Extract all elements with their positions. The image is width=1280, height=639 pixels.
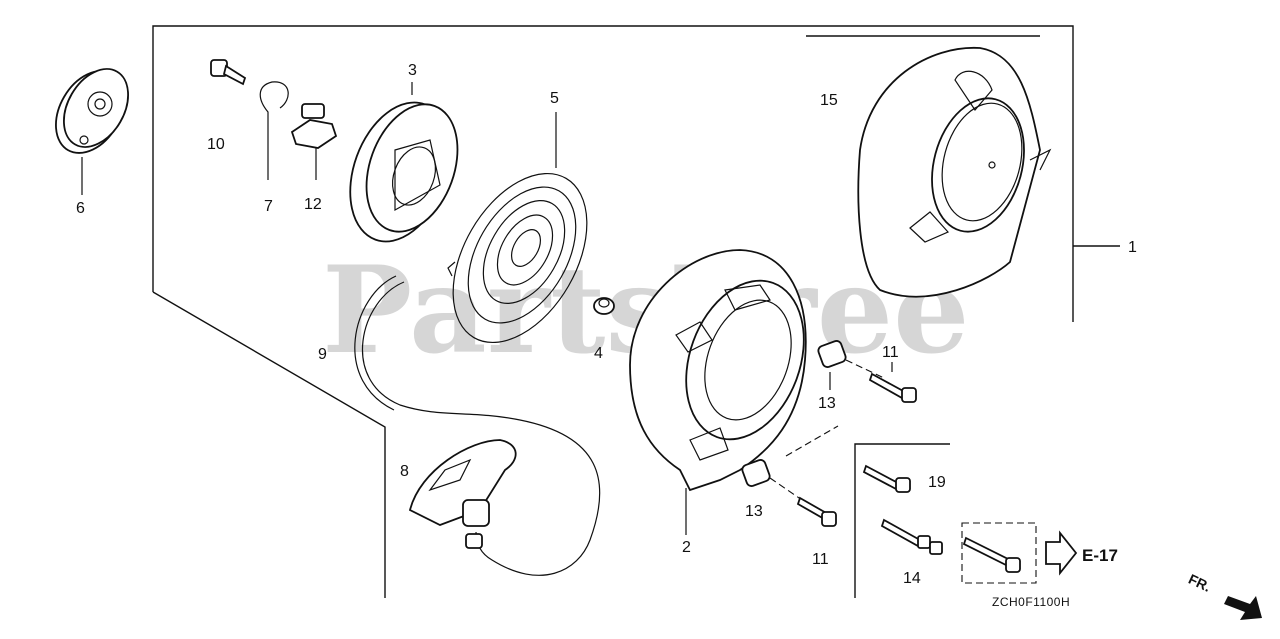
callout-13-upper: 13 [818,395,836,412]
front-direction-arrow-icon [1224,596,1262,620]
callout-2: 2 [682,539,691,556]
callout-19: 19 [928,474,946,491]
callout-8: 8 [400,463,409,480]
callout-6: 6 [76,200,85,217]
part-15-starter-cover [857,47,1052,298]
part-10-bolt [210,59,247,86]
callout-15: 15 [820,92,838,109]
callout-12: 12 [304,196,322,213]
front-label: FR. [1186,571,1213,595]
callout-1: 1 [1128,239,1137,256]
e17-reference-box [961,522,1037,584]
diagram-code: ZCH0F1100H [992,595,1070,609]
callout-4: 4 [594,345,603,362]
part-13-collars [741,340,885,501]
callout-11-upper: 11 [882,344,899,361]
part-2-starter-case [629,249,807,535]
reference-e17: E-17 [1082,546,1118,565]
part-8-grip [408,439,517,549]
callout-3: 3 [408,62,417,79]
callout-5: 5 [550,90,559,107]
part-7-spring-clip [259,81,289,180]
arrow-icon [1045,530,1078,576]
callout-9: 9 [318,346,327,363]
part-11-flange-bolts [796,362,917,527]
part-3-reel [349,82,459,243]
part-4-collar [593,297,615,315]
part-6-pulley-plate [55,68,129,195]
callout-11-lower: 11 [812,551,829,568]
callout-13-lower: 13 [745,503,763,520]
callout-7: 7 [264,198,273,215]
part-19-bolt [862,464,911,493]
assembly-frame [152,25,1120,598]
callout-10: 10 [207,136,225,153]
part-9-starter-rope [354,275,601,576]
callout-14: 14 [903,570,921,587]
part-14-bolt [880,518,943,555]
part-5-recoil-spring [447,112,588,344]
part-12-ratchet [290,103,338,180]
